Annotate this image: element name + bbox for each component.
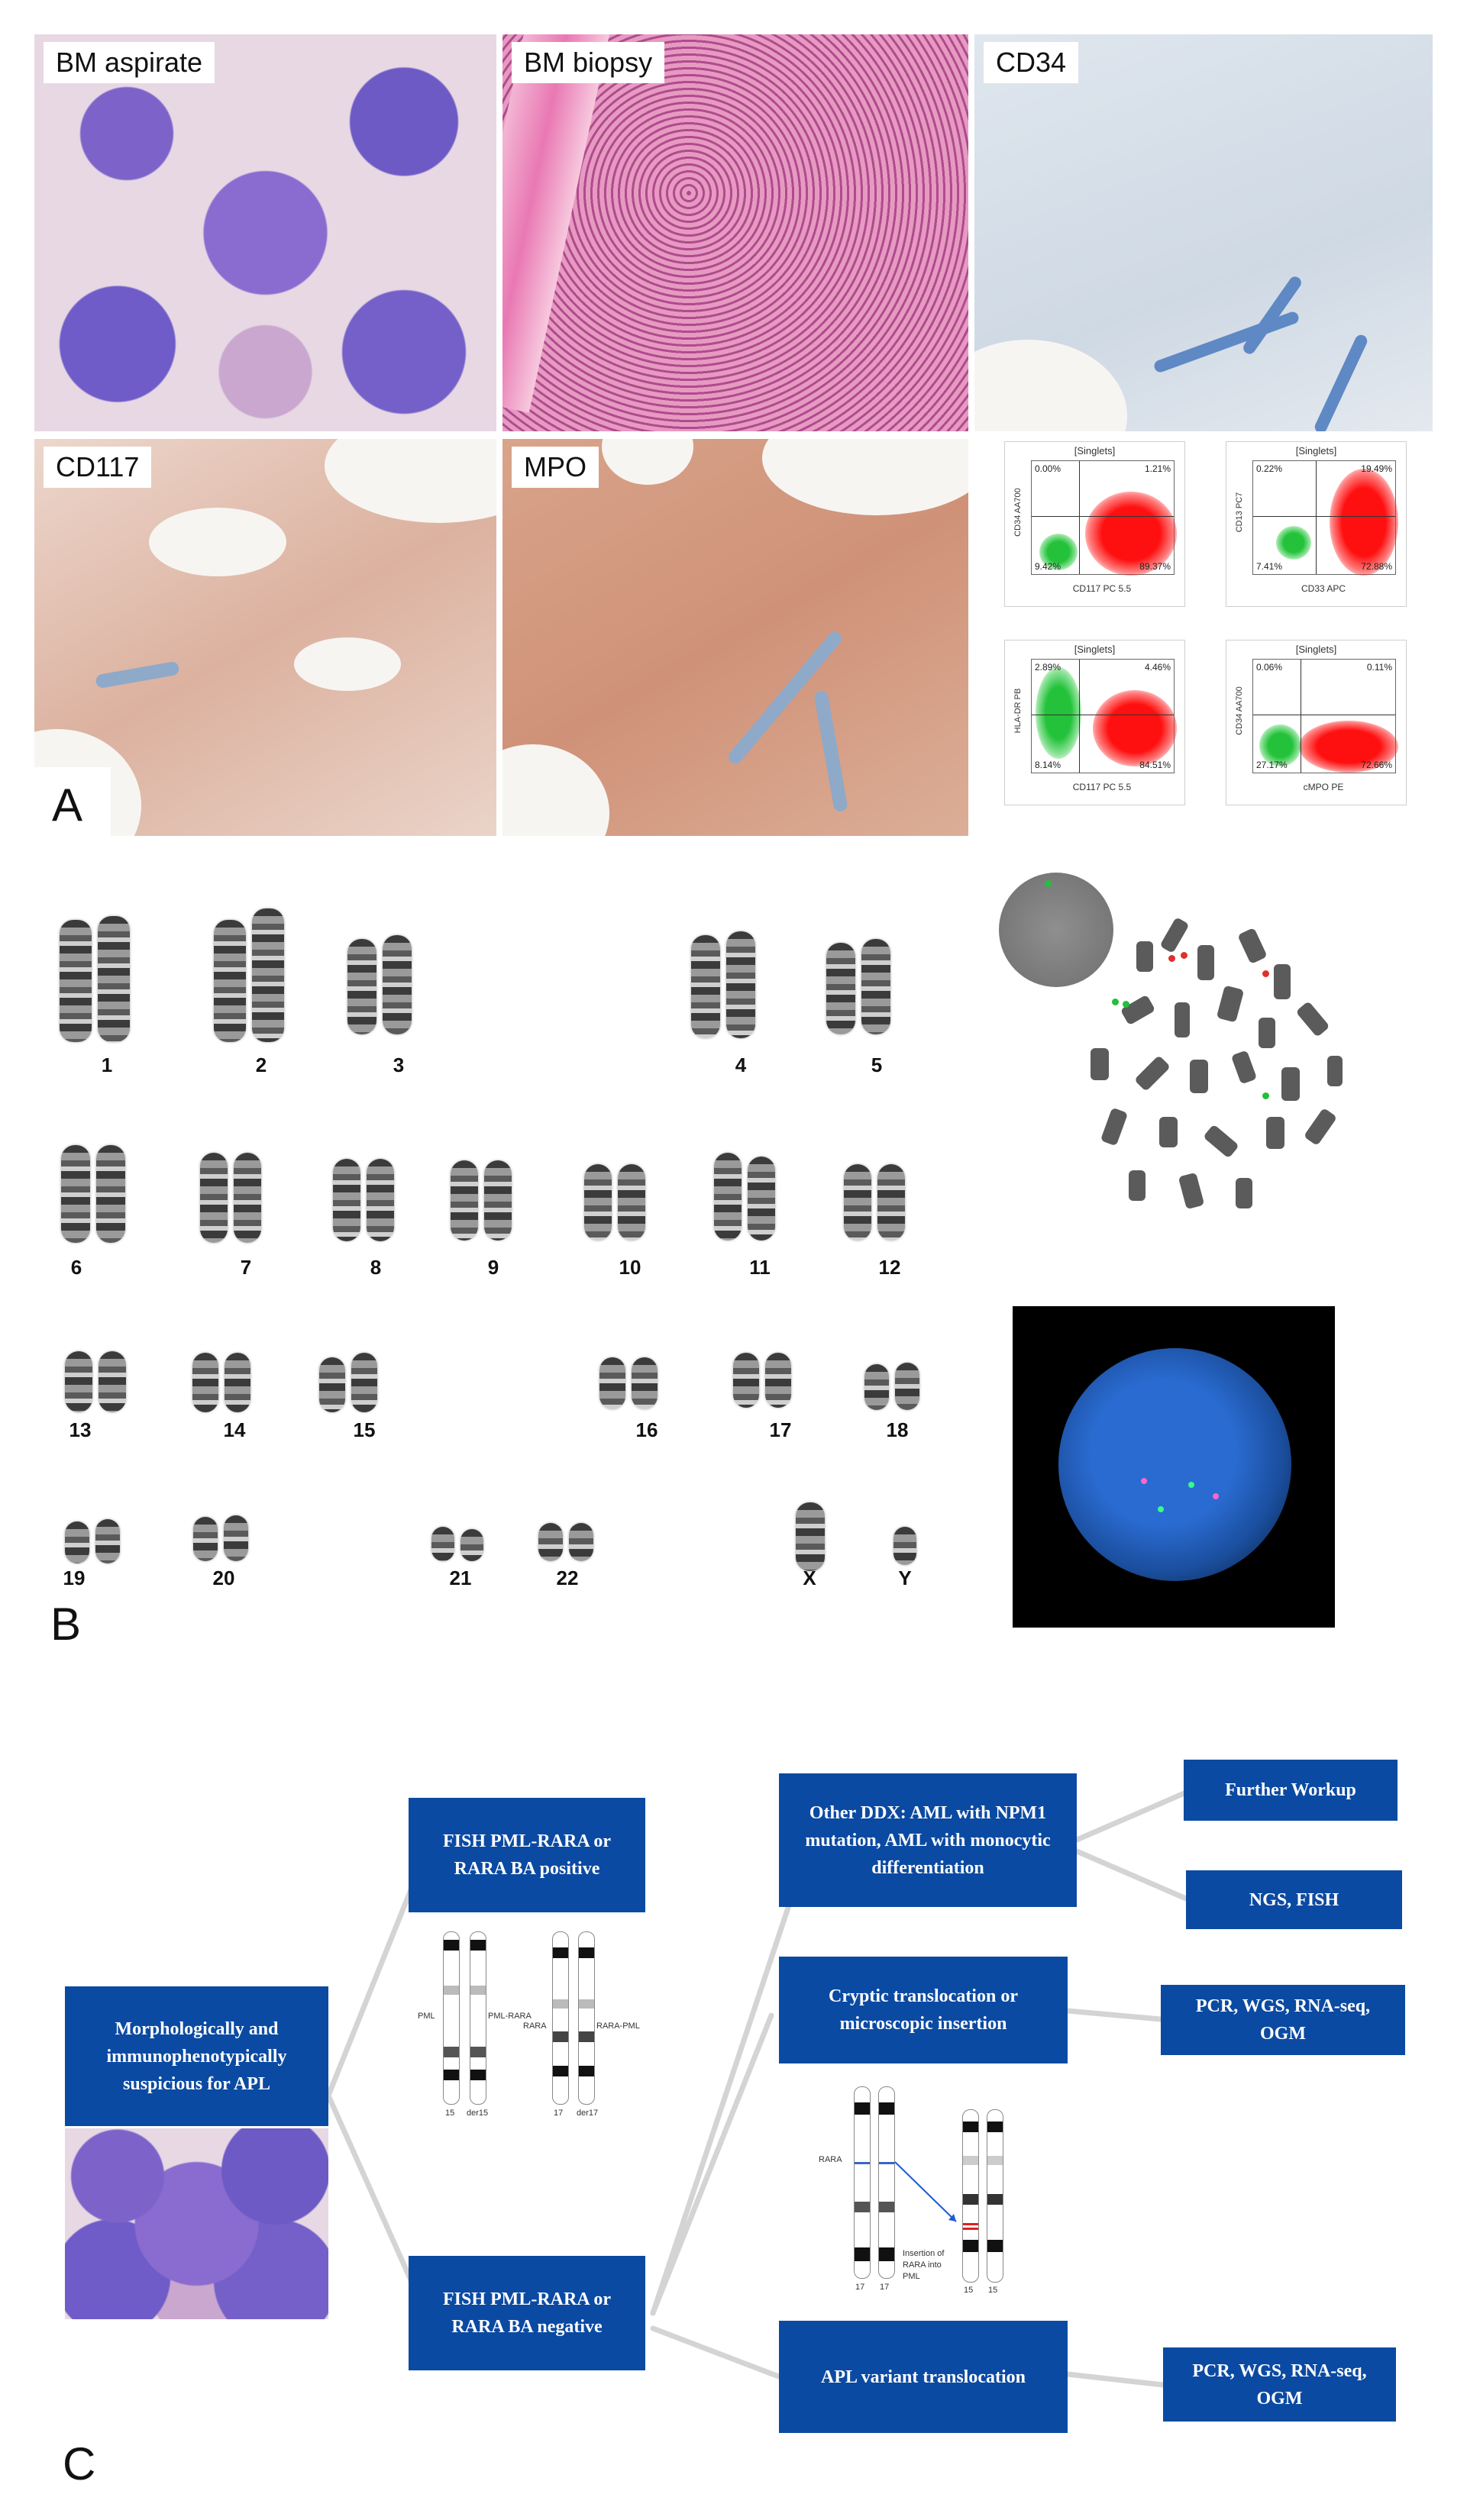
flow-plot-3: [Singlets] 2.89% 4.46% 8.14% 84.51% HLA-… <box>1004 640 1185 805</box>
connector-otherddx-to-ngs <box>1074 1848 1189 1902</box>
box-cryptic-translocation: Cryptic translocation or microscopic ins… <box>779 1957 1068 2063</box>
flow-plot-2: [Singlets] 0.22% 19.49% 7.41% 72.88% CD1… <box>1226 441 1407 607</box>
flow-plot-4: [Singlets] 0.06% 0.11% 27.17% 72.66% CD3… <box>1226 640 1407 805</box>
metaphase-fish-image <box>999 873 1359 1235</box>
bm-aspirate-image: BM aspirate <box>34 34 496 431</box>
chromosome-pair-14 <box>192 1353 250 1412</box>
panel-a-letter: A <box>52 779 83 831</box>
flow-plot-1: [Singlets] 0.00% 1.21% 9.42% 89.37% CD34… <box>1004 441 1185 607</box>
chromosome-pair-1 <box>60 916 130 1042</box>
chromosome-pair-4 <box>691 931 755 1038</box>
chromosome-pair-6 <box>61 1145 125 1243</box>
connector-start-to-negative <box>325 2092 427 2312</box>
connector-otherddx-to-further <box>1074 1789 1189 1843</box>
panel-b-letter: B <box>50 1599 82 1650</box>
chromosome-pair-20 <box>193 1515 248 1561</box>
box-ngs-fish: NGS, FISH <box>1186 1870 1402 1929</box>
box-fish-negative: FISH PML-RARA or RARA BA negative <box>409 2256 645 2370</box>
box-suspicious-for-apl: Morphologically and immunophenotypically… <box>65 1986 328 2126</box>
ideogram-insertion: RARA Insertion of RARA into PML 17 17 15… <box>802 2083 1046 2300</box>
chromosome-pair-18 <box>864 1363 919 1410</box>
chromosome-pair-5 <box>826 939 890 1034</box>
bm-aspirate-label: BM aspirate <box>44 42 215 83</box>
box-other-ddx: Other DDX: AML with NPM1 mutation, AML w… <box>779 1773 1077 1907</box>
interphase-fish-image <box>1013 1306 1335 1628</box>
chromosome-pair-9 <box>451 1160 512 1241</box>
box-fish-positive: FISH PML-RARA or RARA BA positive <box>409 1798 645 1912</box>
chromosome-pair-21 <box>431 1527 483 1561</box>
box-pcr-wgs-2: PCR, WGS, RNA-seq, OGM <box>1163 2347 1396 2422</box>
ideogram-translocation: PML PML-RARA RARA RARA-PML 15 der15 17 d… <box>409 1931 645 2122</box>
chromosome-pair-19 <box>65 1519 120 1563</box>
connector-start-to-positive <box>325 1854 427 2099</box>
bm-biopsy-image: BM biopsy <box>502 34 968 431</box>
cd117-label: CD117 <box>44 447 152 488</box>
chromosome-pair-10 <box>584 1164 645 1241</box>
chromosome-pair-11 <box>714 1153 775 1241</box>
connector-negative-to-otherddx <box>650 1875 801 2316</box>
chromosome-pair-2 <box>214 908 284 1042</box>
panel-c-letter: C <box>63 2438 96 2489</box>
connector-cryptic-to-pcr <box>1065 2008 1164 2022</box>
chromosome-pair-16 <box>599 1357 658 1409</box>
mpo-image: MPO <box>502 439 968 836</box>
box-apl-variant: APL variant translocation <box>779 2321 1068 2433</box>
panel-a-letter-box <box>34 767 111 840</box>
bm-biopsy-label: BM biopsy <box>512 42 665 83</box>
insertion-arrow <box>894 2161 957 2222</box>
connector-negative-to-variant <box>650 2325 786 2381</box>
mpo-label: MPO <box>512 447 599 488</box>
connector-negative-to-cryptic <box>650 2012 774 2316</box>
chromosome-pair-12 <box>844 1164 905 1241</box>
cd117-image: CD117 <box>34 439 496 836</box>
cd34-image: CD34 <box>974 34 1433 431</box>
chromosome-pair-13 <box>65 1351 126 1412</box>
chromosome-pair-22 <box>538 1523 593 1561</box>
chromosome-pair-17 <box>733 1353 791 1408</box>
connector-variant-to-pcr <box>1065 2371 1166 2388</box>
chromosome-pair-7 <box>200 1153 261 1243</box>
box-further-workup: Further Workup <box>1184 1760 1398 1821</box>
chromosome-x <box>796 1502 825 1571</box>
chromosome-y <box>893 1527 916 1565</box>
cd34-label: CD34 <box>984 42 1079 83</box>
apl-aspirate-thumbnail <box>65 2128 328 2319</box>
box-pcr-wgs-1: PCR, WGS, RNA-seq, OGM <box>1161 1985 1405 2055</box>
chromosome-pair-3 <box>347 935 412 1034</box>
chromosome-pair-15 <box>319 1353 377 1412</box>
chromosome-pair-8 <box>333 1159 394 1241</box>
